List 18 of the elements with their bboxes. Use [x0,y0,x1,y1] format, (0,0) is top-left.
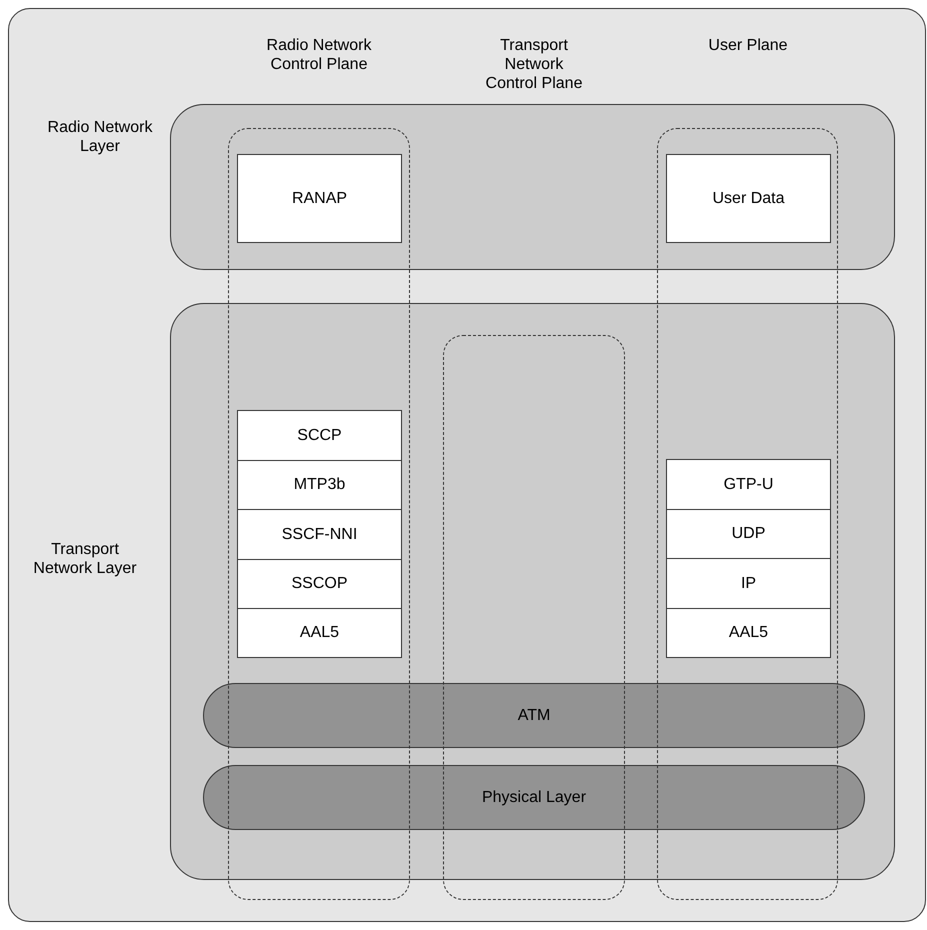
layer-band: ATM [203,683,865,748]
protocol-box: AAL5 [666,608,831,658]
protocol-box: SCCP [237,410,402,461]
protocol-box: User Data [666,154,831,243]
heading-label: Transport Network Control Plane [484,36,584,93]
heading-label: User Plane [708,36,788,55]
protocol-box: RANAP [237,154,402,243]
protocol-box: SSCOP [237,559,402,609]
protocol-box: SSCF-NNI [237,509,402,560]
heading-label: Transport Network Layer [32,540,138,578]
protocol-box: MTP3b [237,460,402,510]
heading-label: Radio Network Control Plane [266,36,372,74]
protocol-box: GTP-U [666,459,831,510]
protocol-box: IP [666,558,831,609]
protocol-box: UDP [666,509,831,559]
heading-label: Radio Network Layer [46,118,154,156]
layer-band: Physical Layer [203,765,865,830]
protocol-box: AAL5 [237,608,402,658]
